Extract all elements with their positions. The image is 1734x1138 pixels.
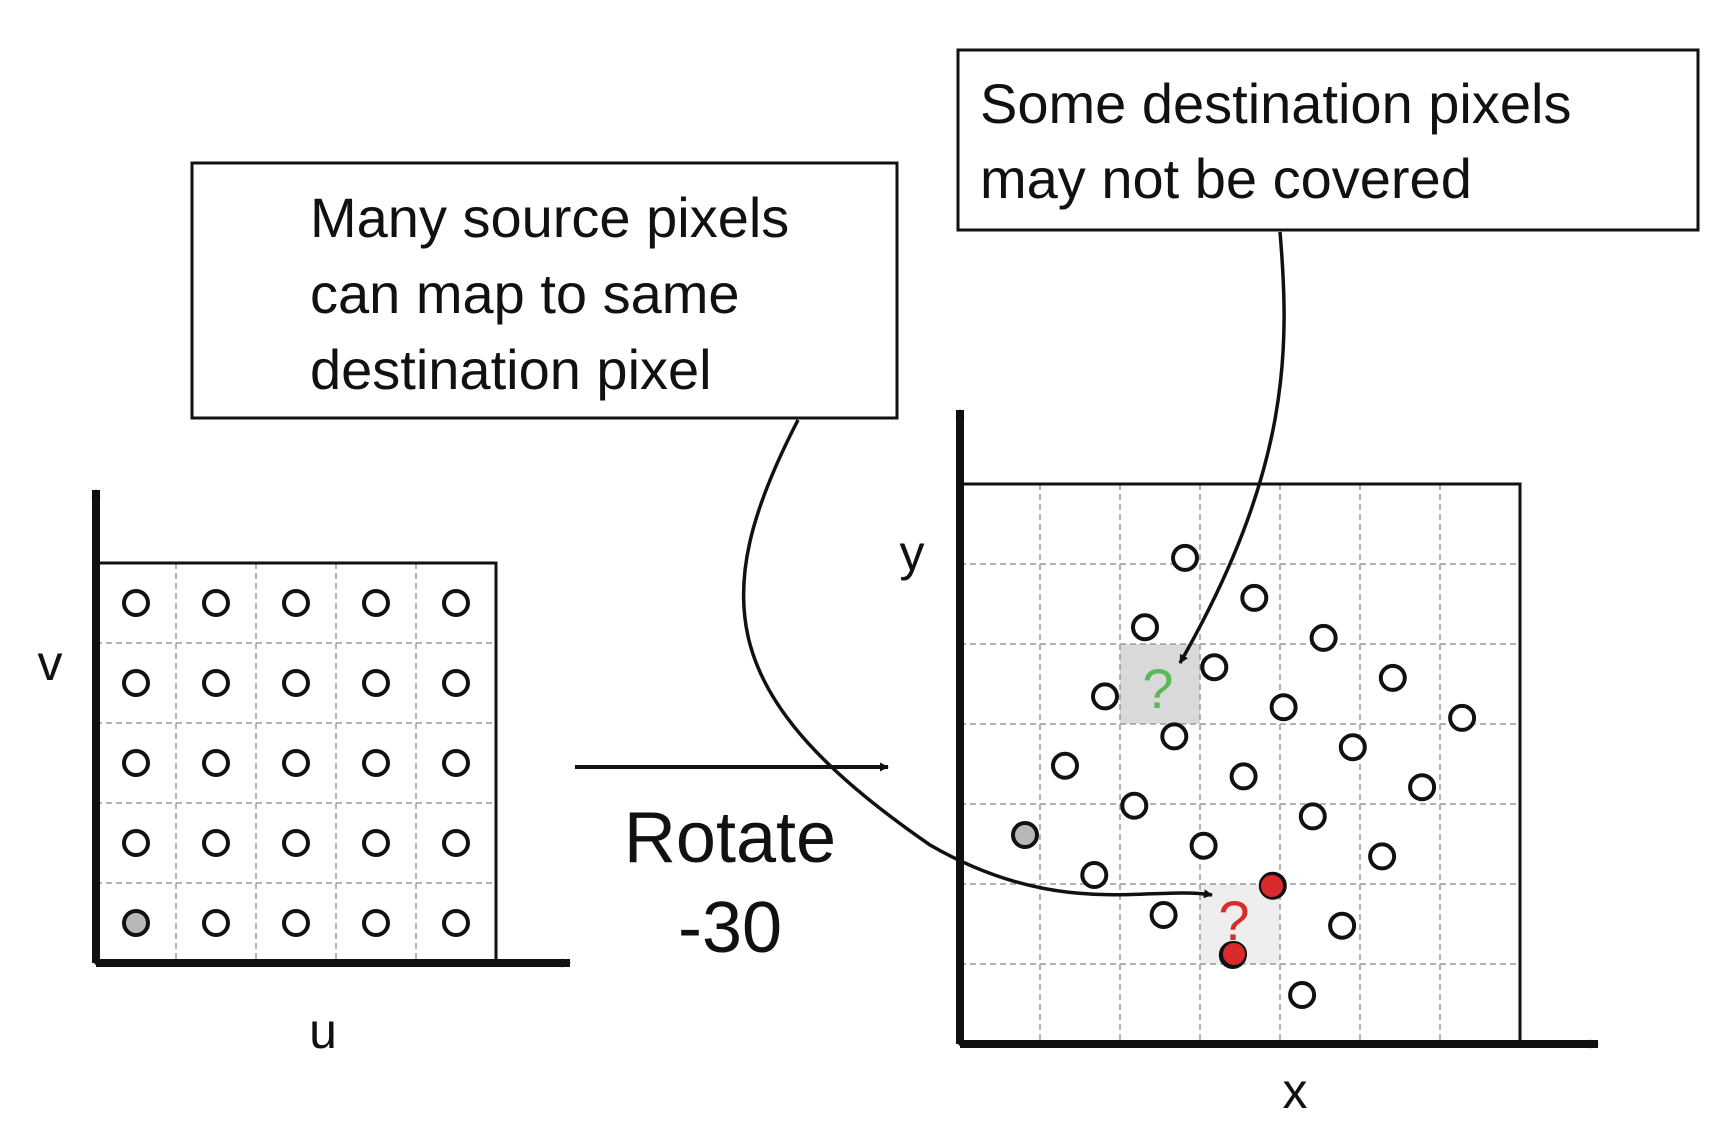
destination-pixel	[1080, 861, 1109, 889]
source-pixel	[442, 589, 470, 617]
destination-pixel	[1189, 831, 1218, 860]
destination-pixel-points	[1011, 543, 1477, 1009]
transform: Rotate -30	[575, 762, 889, 968]
destination-pixel	[1200, 653, 1229, 682]
destination-pixel	[1448, 703, 1477, 732]
source-u-axis-label: u	[309, 1003, 337, 1059]
source-v-axis-label: v	[38, 635, 63, 691]
destination-pixel	[1229, 762, 1258, 791]
destination-pixel	[1298, 802, 1327, 831]
source-pixel	[362, 589, 390, 617]
source-pixel	[202, 909, 230, 937]
source-pixel	[362, 829, 390, 857]
source-pixel	[282, 829, 310, 857]
destination-grid: ? ? x y	[900, 409, 1599, 1119]
source-pixel	[122, 589, 150, 617]
source-pixel	[442, 669, 470, 697]
destination-pixel	[1288, 981, 1317, 1009]
callout-many-source-line-2: can map to same	[310, 262, 740, 325]
source-pixel-points	[122, 589, 470, 937]
destination-pixel	[1378, 663, 1407, 692]
pointer-many-source-to-collision	[741, 419, 1213, 899]
destination-pixel-highlighted	[1011, 821, 1039, 849]
source-pixel	[202, 749, 230, 777]
destination-pixel	[1120, 791, 1149, 820]
destination-pixel	[1240, 583, 1269, 612]
destination-pixel-collision	[1221, 941, 1247, 967]
destination-pixel	[1368, 842, 1397, 871]
source-pixel	[282, 749, 310, 777]
source-pixel-highlighted	[122, 909, 150, 937]
collision-question-mark: ?	[1218, 889, 1249, 952]
destination-pixel	[1160, 722, 1189, 751]
destination-y-axis-label: y	[900, 525, 925, 581]
source-pixel	[282, 909, 310, 937]
source-pixel	[442, 749, 470, 777]
source-grid: u v	[38, 489, 571, 1059]
callout-some-destination: Some destination pixels may not be cover…	[956, 48, 1700, 232]
destination-pixel	[1269, 693, 1298, 722]
destination-pixel-collision	[1259, 873, 1285, 899]
pointer-some-destination-to-uncovered	[1178, 231, 1286, 664]
callout-many-source: Many source pixels can map to same desti…	[190, 161, 899, 420]
destination-x-axis-label: x	[1283, 1063, 1308, 1119]
source-pixel	[202, 589, 230, 617]
source-pixel	[362, 669, 390, 697]
destination-pixel	[1338, 733, 1367, 762]
source-pixel	[442, 909, 470, 937]
destination-pixel	[1131, 613, 1159, 642]
destination-pixel	[1149, 901, 1178, 929]
destination-pixel	[1309, 623, 1338, 652]
destination-pixel	[1408, 773, 1437, 802]
transform-label-line-1: Rotate	[624, 798, 836, 878]
callout-many-source-line-1: Many source pixels	[310, 186, 789, 249]
destination-pixel	[1051, 751, 1079, 780]
source-grid-lines	[96, 563, 496, 963]
callout-many-source-line-3: destination pixel	[310, 338, 712, 401]
destination-grid-lines	[960, 484, 1520, 1044]
source-pixel	[122, 749, 150, 777]
source-pixel	[122, 669, 150, 697]
source-pixel	[362, 909, 390, 937]
callout-many-source-box	[190, 161, 899, 420]
destination-pixel	[1328, 911, 1357, 940]
source-pixel	[362, 749, 390, 777]
destination-pixel	[1171, 543, 1199, 572]
source-pixel	[282, 589, 310, 617]
source-pixel	[202, 829, 230, 857]
source-pixel	[282, 669, 310, 697]
callout-some-destination-line-1: Some destination pixels	[980, 72, 1571, 135]
uncovered-question-mark: ?	[1142, 657, 1173, 720]
source-pixel	[202, 669, 230, 697]
destination-pixel	[1091, 682, 1119, 711]
callout-some-destination-line-2: may not be covered	[980, 147, 1472, 210]
transform-label-line-2: -30	[678, 888, 782, 968]
source-pixel	[122, 829, 150, 857]
source-pixel	[442, 829, 470, 857]
callout-some-destination-box	[956, 48, 1700, 232]
